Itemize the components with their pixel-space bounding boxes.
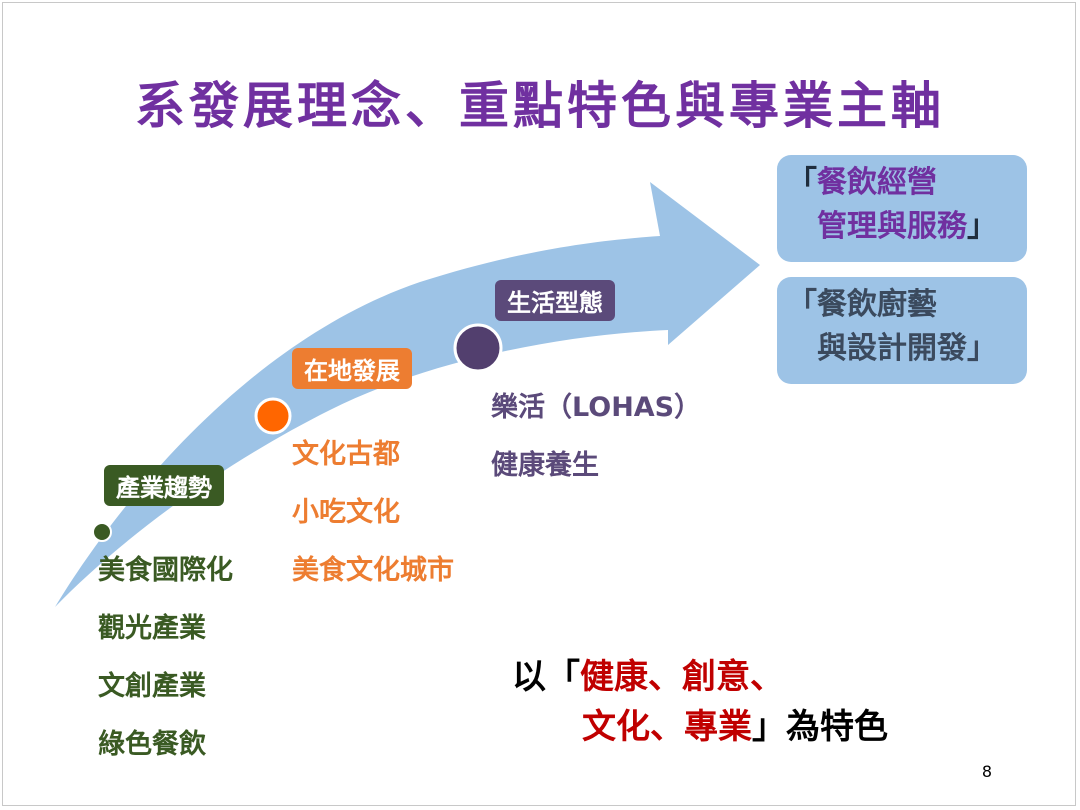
list-item: 綠色餐飲 [98, 729, 206, 760]
box-line: 餐飲廚藝 [817, 287, 937, 322]
list-item: 文化古都 [292, 439, 400, 470]
list-item: 樂活（LOHAS） [491, 392, 702, 423]
page-number: 8 [981, 762, 992, 781]
list-item: 美食文化城市 [292, 555, 454, 586]
bracket-close: 」 [967, 331, 997, 366]
note-prefix: 以「 [512, 657, 580, 697]
list-item: 健康養生 [491, 450, 599, 481]
slide-title: 系發展理念、重點特色與專業主軸 [135, 76, 945, 135]
bracket-close: 」 [967, 209, 997, 244]
stage-dot-3 [453, 323, 503, 373]
stage-2-items: 文化古都 小吃文化 美食文化城市 [292, 426, 454, 600]
stage-label-lifestyle: 生活型態 [495, 280, 615, 321]
note-highlight: 文化、專業 [582, 707, 752, 747]
bracket-open: 「 [787, 165, 817, 200]
note-highlight: 健康、創意、 [580, 657, 784, 697]
list-item: 觀光產業 [98, 613, 206, 644]
box-line: 餐飲經營 [817, 165, 937, 200]
stage-1-items: 美食國際化 觀光產業 文創產業 綠色餐飲 [98, 542, 233, 774]
list-item: 小吃文化 [292, 497, 400, 528]
stage-label-local-development: 在地發展 [292, 348, 412, 389]
list-item: 美食國際化 [98, 555, 233, 586]
note-suffix: 」為特色 [752, 707, 888, 747]
list-item: 文創產業 [98, 671, 206, 702]
stage-dot-1 [92, 522, 112, 542]
box-line: 管理與服務 [817, 209, 967, 244]
focus-box-culinary: 「餐飲廚藝 與設計開發」 [777, 277, 1027, 384]
box-line: 與設計開發 [817, 331, 967, 366]
stage-3-items: 樂活（LOHAS） 健康養生 [491, 379, 701, 495]
stage-label-industry-trend: 產業趨勢 [104, 465, 224, 506]
stage-dot-2 [254, 397, 292, 435]
focus-box-management: 「餐飲經營 管理與服務」 [777, 155, 1027, 262]
feature-statement: 以「健康、創意、 文化、專業」為特色 [512, 652, 888, 752]
bracket-open: 「 [787, 287, 817, 322]
